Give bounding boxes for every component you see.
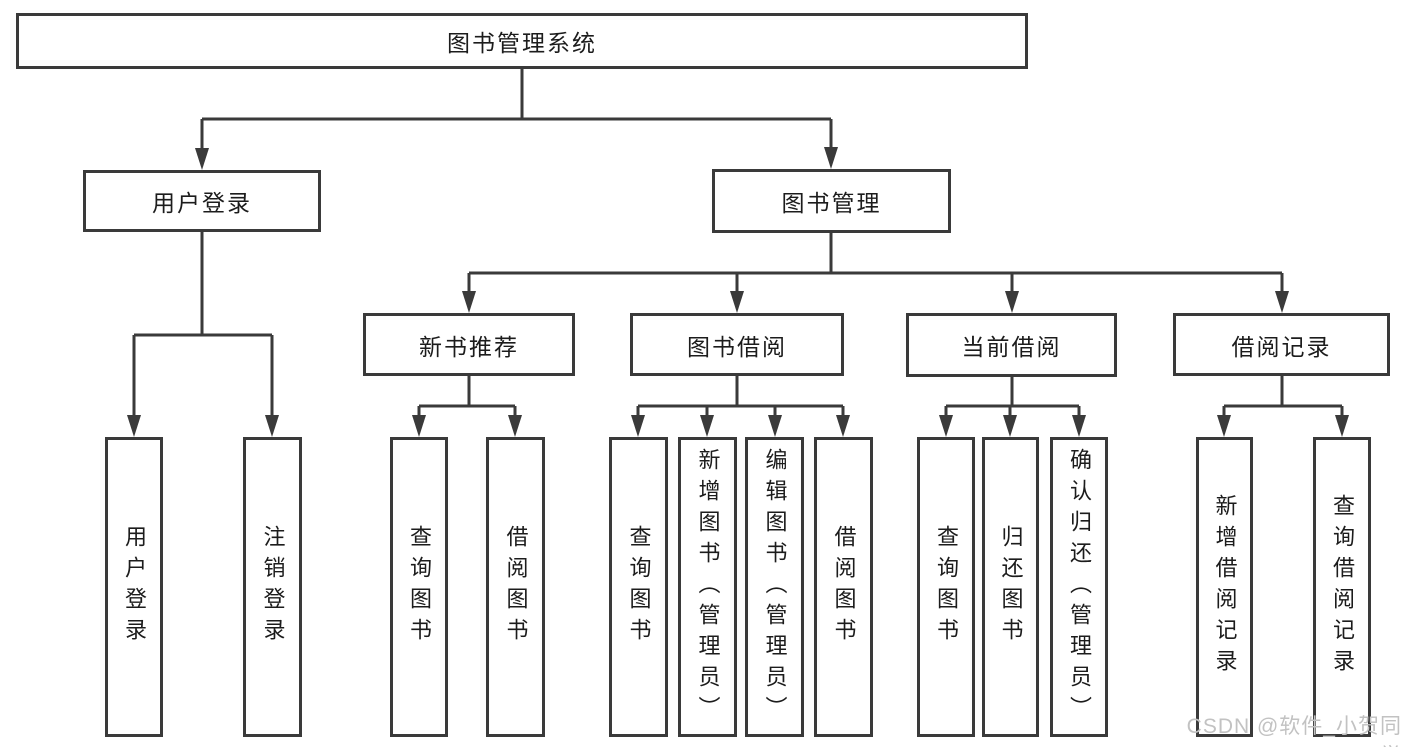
leaf-add-books-admin-label: 新增图书（管理员）: [695, 447, 721, 727]
node-user-login-label: 用户登录: [152, 190, 252, 216]
node-new-book-recommend: 新书推荐: [363, 313, 575, 376]
leaf-query-books-borrowing-label: 查询图书: [626, 525, 652, 649]
node-borrowing-records-label: 借阅记录: [1231, 333, 1332, 360]
node-book-management-label: 图书管理: [781, 190, 882, 216]
leaf-edit-books-admin-label: 编辑图书（管理员）: [762, 447, 788, 727]
leaf-add-borrow-record-label: 新增借阅记录: [1212, 494, 1238, 680]
leaf-borrow-books-recommend: 借阅图书: [486, 437, 545, 737]
leaf-add-books-admin: 新增图书（管理员）: [678, 437, 737, 737]
node-current-borrowing: 当前借阅: [906, 313, 1117, 377]
leaf-query-borrow-record: 查询借阅记录: [1313, 437, 1371, 737]
node-root: 图书管理系统: [16, 13, 1028, 69]
leaf-user-login-label: 用户登录: [122, 525, 147, 649]
leaf-add-borrow-record: 新增借阅记录: [1196, 437, 1253, 737]
leaf-query-books-borrowing: 查询图书: [609, 437, 668, 737]
leaf-borrow-books-label: 借阅图书: [831, 525, 857, 649]
node-root-label: 图书管理系统: [447, 30, 597, 56]
node-user-login: 用户登录: [83, 170, 321, 232]
node-borrowing-records: 借阅记录: [1173, 313, 1390, 376]
leaf-query-books-recommend-label: 查询图书: [407, 525, 432, 649]
leaf-return-books-label: 归还图书: [998, 525, 1024, 649]
leaf-logout-label: 注销登录: [260, 525, 286, 649]
leaf-borrow-books-recommend-label: 借阅图书: [503, 525, 529, 649]
leaf-logout: 注销登录: [243, 437, 302, 737]
node-book-management: 图书管理: [712, 169, 951, 233]
leaf-edit-books-admin: 编辑图书（管理员）: [745, 437, 804, 737]
leaf-query-books-recommend: 查询图书: [390, 437, 448, 737]
node-current-borrowing-label: 当前借阅: [961, 334, 1062, 360]
arrowheads: [127, 147, 1349, 437]
node-book-borrowing: 图书借阅: [630, 313, 844, 376]
leaf-confirm-return-admin: 确认归还（管理员）: [1050, 437, 1108, 737]
leaf-query-books-current-label: 查询图书: [934, 525, 959, 649]
leaf-borrow-books: 借阅图书: [814, 437, 873, 737]
node-new-book-recommend-label: 新书推荐: [419, 333, 519, 360]
leaf-query-borrow-record-label: 查询借阅记录: [1330, 494, 1355, 680]
leaf-query-books-current: 查询图书: [917, 437, 975, 737]
leaf-return-books: 归还图书: [982, 437, 1039, 737]
leaf-user-login: 用户登录: [105, 437, 163, 737]
node-book-borrowing-label: 图书借阅: [687, 333, 787, 360]
leaf-confirm-return-admin-label: 确认归还（管理员）: [1067, 447, 1092, 727]
